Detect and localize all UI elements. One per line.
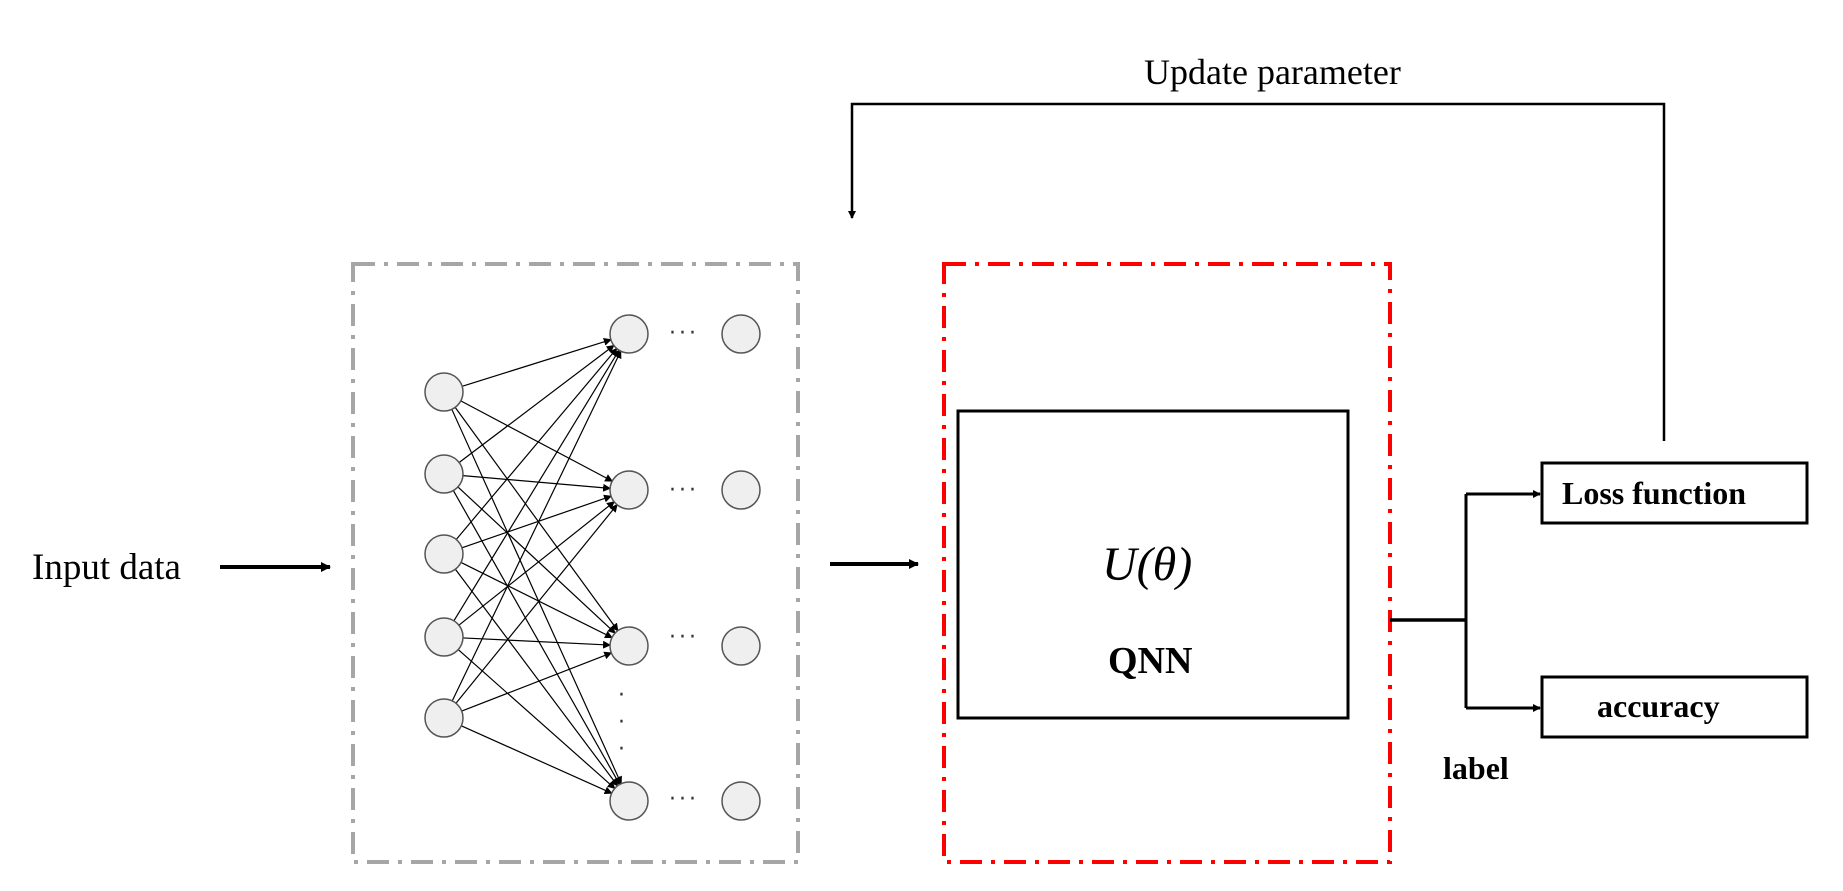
network-edge <box>457 649 616 790</box>
accuracy-label: accuracy <box>1597 688 1720 724</box>
network-edge <box>455 503 618 704</box>
hidden-neuron <box>609 781 649 821</box>
update-parameter-loop <box>848 102 1666 441</box>
classical-network-box <box>351 262 800 864</box>
hidden-neuron <box>609 470 649 510</box>
network-edge <box>457 486 616 634</box>
output-neuron <box>721 470 761 510</box>
hidden-neuron <box>609 626 649 666</box>
network-edge <box>460 561 613 639</box>
network-edge <box>462 637 612 649</box>
network-edge <box>451 409 622 785</box>
loss-function-label: Loss function <box>1562 475 1747 511</box>
output-neuron <box>721 314 761 354</box>
input-data-label: Input data <box>32 547 181 588</box>
network-edge <box>461 494 612 549</box>
ellipsis-row-2: ··· <box>669 478 699 503</box>
output-neuron <box>721 781 761 821</box>
input-neuron <box>424 617 464 657</box>
hidden-neuron <box>609 314 649 354</box>
loss-function-box <box>1540 461 1809 525</box>
network-connections <box>451 337 622 795</box>
network-edge <box>458 501 615 626</box>
network-edge <box>453 349 620 622</box>
input-neuron <box>424 454 464 494</box>
output-label: label <box>1443 750 1509 786</box>
network-edge <box>458 344 615 464</box>
qnn-formula: U(θ) <box>1102 538 1193 591</box>
ellipsis-row-4: ··· <box>669 787 699 812</box>
output-neuron <box>721 626 761 666</box>
input-neuron <box>424 372 464 412</box>
quantum-network-box <box>942 262 1392 864</box>
accuracy-box <box>1540 675 1809 739</box>
qnn-name: QNN <box>1108 640 1193 682</box>
update-parameter-label: Update parameter <box>1144 52 1401 92</box>
network-edge <box>461 725 613 795</box>
network-edge <box>461 651 613 712</box>
network-edge <box>461 337 612 387</box>
network-edge <box>451 350 622 702</box>
input-neuron <box>424 698 464 738</box>
network-edge <box>452 490 621 786</box>
ellipsis-row-1: ··· <box>669 321 699 346</box>
network-neurons <box>424 314 761 821</box>
network-edge <box>455 347 618 540</box>
qnn-box <box>956 409 1350 720</box>
vertical-ellipsis: ··· <box>618 683 625 762</box>
input-neuron <box>424 534 464 574</box>
network-edge <box>460 400 614 482</box>
ellipsis-row-3: ··· <box>669 625 699 650</box>
network-edge <box>454 568 619 787</box>
network-edge <box>462 475 612 492</box>
